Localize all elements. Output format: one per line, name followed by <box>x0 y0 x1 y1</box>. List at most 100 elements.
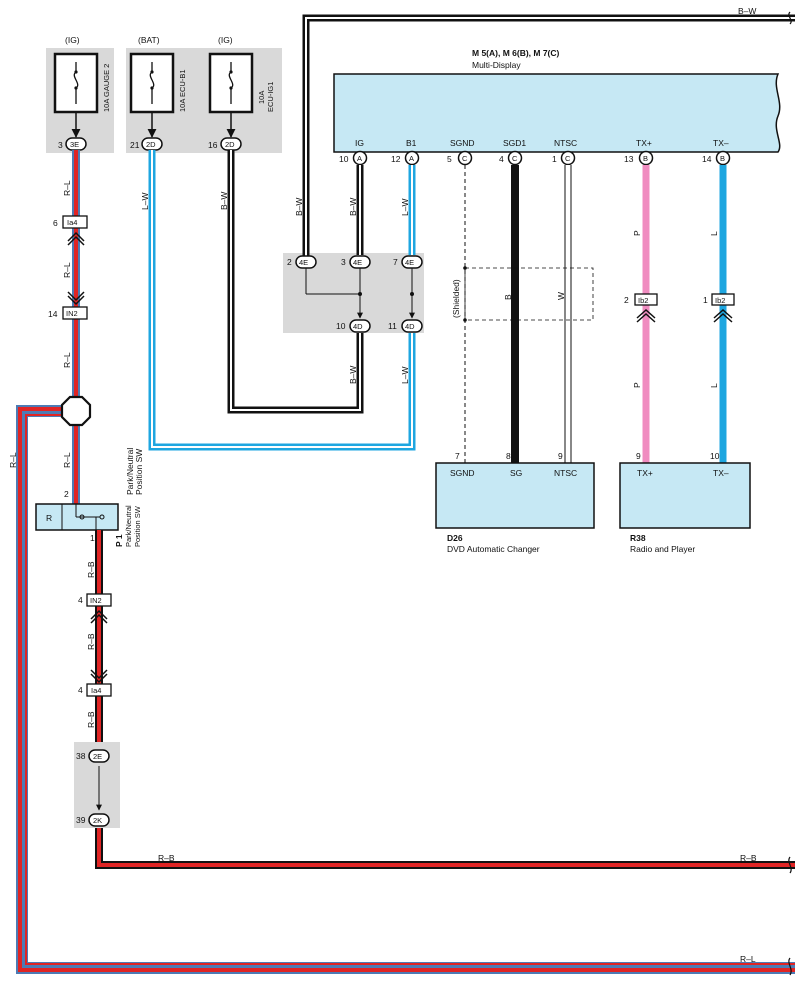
fuse2-label: 10A ECU-B1 <box>178 69 187 112</box>
radio-name: Radio and Player <box>630 544 695 554</box>
fuse1-conn: 3E <box>70 140 79 149</box>
wire-label-bw-3: B–W <box>348 366 358 384</box>
dvd-pin-9: 9 <box>558 451 563 461</box>
md-conn-b2: B <box>720 154 725 163</box>
lower-junction-2k-label: 2K <box>93 816 102 825</box>
lower-junction-pin-39: 39 <box>76 815 86 825</box>
wire-label-rl-4: R–L <box>62 452 72 468</box>
splice-octagon <box>60 395 92 427</box>
wire-label-lw-2: L–W <box>400 367 410 384</box>
ib2-label-2: Ib2 <box>715 296 725 305</box>
wire-label-rl-bottom: R–L <box>740 954 756 964</box>
wire-bw-top <box>302 14 795 262</box>
ia4-pin-lower: 4 <box>78 685 83 695</box>
ia4-label-lower: Ia4 <box>91 686 101 695</box>
wire-label-p-top: P <box>632 230 642 236</box>
in2-connector-lower <box>86 593 112 624</box>
wire-rl-loop <box>16 405 795 974</box>
park-switch-terminal: R <box>46 513 52 523</box>
park-switch-name-2: Position SW <box>133 505 142 547</box>
park-switch-pin-bottom: 1 <box>90 533 95 543</box>
wire-label-p-bottom: P <box>632 382 642 388</box>
fuse2-conn: 2D <box>146 140 156 149</box>
radio-pin-10: 10 <box>710 451 720 461</box>
junction-pin-10: 10 <box>336 321 346 331</box>
radio-term-txp: TX+ <box>637 468 653 478</box>
shield-dot-top <box>463 266 467 270</box>
wire-label-l-top: L <box>709 231 719 236</box>
shielded-label: (Shielded) <box>451 279 461 318</box>
wire-label-bw-2: B–W <box>348 198 358 216</box>
wire-label-rb-1: R–B <box>86 561 96 578</box>
md-term-sgd1: SGD1 <box>503 138 526 148</box>
radio-term-txm: TX– <box>713 468 729 478</box>
ia4-label-top: Ia4 <box>67 218 77 227</box>
lower-junction-pin-38: 38 <box>76 751 86 761</box>
ib2-pin-2: 1 <box>703 295 708 305</box>
multi-display-terminals: IG B1 SGND SGD1 NTSC TX+ TX– 10 12 5 4 1… <box>339 138 731 166</box>
wire-label-bw-1: B–W <box>294 198 304 216</box>
md-pin-14: 14 <box>702 154 712 164</box>
dvd-code: D26 <box>447 533 463 543</box>
junction-pin-3: 3 <box>341 257 346 267</box>
ia4-pin-top: 6 <box>53 218 58 228</box>
wire-label-rb-2: R–B <box>86 633 96 650</box>
wire-label-l-bottom: L <box>709 383 719 388</box>
fuse1-conn-pin: 3 <box>58 140 63 150</box>
junction-conn-4e-2 <box>295 255 317 269</box>
fuse-ecu-ig1 <box>208 52 254 138</box>
junction-pin-7: 7 <box>393 257 398 267</box>
in2-label-top: IN2 <box>66 309 78 318</box>
md-term-txp: TX+ <box>636 138 652 148</box>
junction-conn-4d-10-label: 4D <box>353 322 363 331</box>
in2-pin-top: 14 <box>48 309 58 319</box>
shield-dot-bottom <box>463 318 467 322</box>
md-pin-5: 5 <box>447 154 452 164</box>
junction-conn-4d-10 <box>349 319 371 333</box>
ia4-connector-top <box>62 215 88 246</box>
junction-conn-4d-11 <box>401 319 423 333</box>
fuse-gauge2 <box>53 52 99 138</box>
junction-internal <box>305 262 415 319</box>
md-conn-c3: C <box>565 154 571 163</box>
md-pin-10: 10 <box>339 154 349 164</box>
break-mark-rb <box>788 856 792 874</box>
dvd-name: DVD Automatic Changer <box>447 544 540 554</box>
dvd-term-sgnd: SGND <box>450 468 475 478</box>
multi-display-box <box>333 73 781 153</box>
wire-lw-fuse2 <box>148 150 416 451</box>
junction-pin-11: 11 <box>388 321 397 331</box>
md-pin-1: 1 <box>552 154 557 164</box>
radio-player-box <box>619 462 751 529</box>
wire-label-bw-fuse: B–W <box>219 192 229 210</box>
md-term-sgnd: SGND <box>450 138 475 148</box>
fuse2-conn-pin: 21 <box>130 140 140 150</box>
wire-label-rb-3: R–B <box>86 711 96 728</box>
wire-label-rb-bottom-2: R–B <box>740 853 757 863</box>
junction-conn-4e-2-label: 4E <box>299 258 308 267</box>
wire-label-b: B <box>503 294 513 300</box>
fuse1-label: 10A GAUGE 2 <box>102 64 111 112</box>
park-switch-pin-top: 2 <box>64 489 69 499</box>
multi-display-name: Multi-Display <box>472 60 521 70</box>
dvd-term-sg: SG <box>510 468 522 478</box>
dvd-pin-7: 7 <box>455 451 460 461</box>
fuse3-supply: (IG) <box>218 35 233 45</box>
junction-conn-4d-11-label: 4D <box>405 322 415 331</box>
ib2-label-1: Ib2 <box>638 296 648 305</box>
md-pin-12: 12 <box>391 154 401 164</box>
dvd-pin-8: 8 <box>506 451 511 461</box>
fuse3-conn: 2D <box>225 140 235 149</box>
park-switch-name-top-2: Position SW <box>134 449 144 495</box>
md-conn-c2: C <box>512 154 518 163</box>
break-mark-top <box>788 11 792 25</box>
wire-label-lw-1: L–W <box>400 199 410 216</box>
radio-code: R38 <box>630 533 646 543</box>
wire-label-w: W <box>556 292 566 300</box>
wire-label-rb-bottom-1: R–B <box>158 853 175 863</box>
fuse1-supply: (IG) <box>65 35 80 45</box>
park-switch-code: P 1 <box>114 534 124 547</box>
ib2-pin-1: 2 <box>624 295 629 305</box>
fuse3-label-line2: ECU-IG1 <box>266 82 275 112</box>
